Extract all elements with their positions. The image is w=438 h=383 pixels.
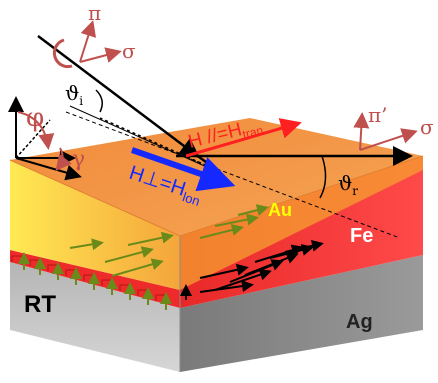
phi-label: φ xyxy=(26,103,44,133)
outgoing-polarization-axes xyxy=(353,112,418,151)
black-spin-arrows xyxy=(180,239,324,300)
theta-i-label: ϑi xyxy=(65,81,83,108)
pi-out-label: π’ xyxy=(368,103,388,127)
theta-r-arc xyxy=(319,155,327,199)
ag-front-face xyxy=(10,262,180,372)
fe-label: Fe xyxy=(350,225,373,247)
au-wedge-face xyxy=(180,156,423,290)
sigma-out-label: σ xyxy=(420,115,434,139)
theta-r-label: ϑr xyxy=(338,171,358,198)
ag-label: Ag xyxy=(346,311,373,333)
au-label: Au xyxy=(268,200,292,220)
h-parallel-arrow xyxy=(185,118,302,158)
rt-label: RT xyxy=(24,291,56,318)
sigma-in-label: σ xyxy=(122,39,136,63)
theta-i-ref xyxy=(69,105,219,173)
green-spin-arrows xyxy=(18,204,269,310)
incoming-polarization-axes xyxy=(79,20,122,63)
ag-right-face xyxy=(180,255,423,372)
left-axes xyxy=(8,96,82,181)
au-front-face xyxy=(10,160,180,290)
h-perp-arrow xyxy=(131,147,236,192)
pi-in-label: π xyxy=(88,1,101,25)
gamma-label: γ xyxy=(72,147,85,172)
incident-beam xyxy=(37,35,200,159)
theta-i-arc xyxy=(95,89,103,113)
circular-polarization-icon xyxy=(52,38,73,69)
